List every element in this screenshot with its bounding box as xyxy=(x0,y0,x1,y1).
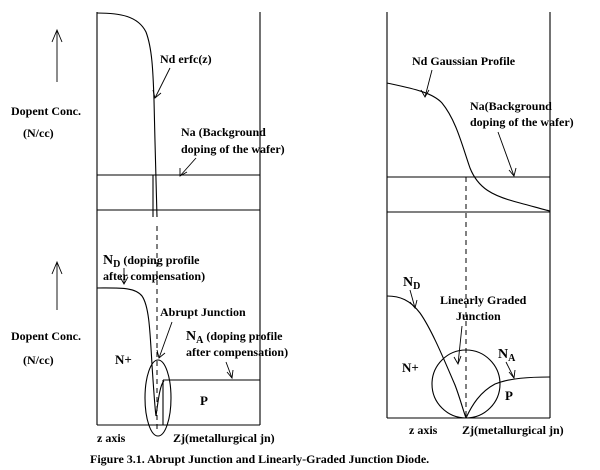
nd-subscript: D xyxy=(113,259,120,270)
top-right-na-label-2: doping of the wafer) xyxy=(470,115,574,129)
p-region-label: P xyxy=(200,393,208,408)
left-zj-label: Zj(metallurgical jn) xyxy=(173,431,275,445)
graded-na-curve xyxy=(465,376,551,419)
n-plus-region-label: N+ xyxy=(115,352,132,367)
graded-n-plus-region-label: N+ xyxy=(402,360,419,375)
gaussian-label-arrow xyxy=(420,69,433,98)
top-left-na-label-1: Na (Background xyxy=(181,125,266,139)
top-left-na-label-2: doping of the wafer) xyxy=(181,142,285,156)
na-compensated-curve xyxy=(155,380,165,417)
top-right-frame xyxy=(386,12,551,213)
graded-nd-label: ND xyxy=(403,275,420,292)
top-left-na-arrow xyxy=(179,157,197,177)
na-note-1: (doping profile xyxy=(203,329,283,343)
graded-nd-curve xyxy=(386,295,467,419)
top-left-yunit: (N/cc) xyxy=(23,126,54,140)
right-zj-label: Zj(metallurgical jn) xyxy=(462,423,564,437)
bottom-left-ylabel: Dopent Conc. xyxy=(11,329,81,343)
na-note-2: after compensation) xyxy=(186,345,288,359)
nd-note-1: (doping profile xyxy=(120,253,200,267)
erfc-profile-curve xyxy=(96,12,158,218)
graded-nd-subscript: D xyxy=(413,281,420,292)
nd-label: ND (doping profile xyxy=(103,253,200,270)
abrupt-junction-label: Abrupt Junction xyxy=(160,305,246,319)
graded-nd-arrow xyxy=(409,289,418,309)
nd-label-arrow xyxy=(119,268,129,285)
figure-caption: Figure 3.1. Abrupt Junction and Linearly… xyxy=(90,452,429,466)
graded-junction-arrow xyxy=(453,325,463,366)
bottom-left-yunit: (N/cc) xyxy=(23,353,54,367)
gaussian-profile-curve xyxy=(386,82,551,212)
gaussian-label: Nd Gaussian Profile xyxy=(412,54,516,68)
bottom-left-yaxis-arrow xyxy=(51,260,63,310)
na-label-arrow xyxy=(225,361,234,380)
top-left-ylabel: Dopent Conc. xyxy=(11,104,81,118)
graded-na-label: NA xyxy=(498,347,516,364)
top-right-na-arrow xyxy=(497,131,517,177)
erfc-label-arrow xyxy=(152,67,171,99)
nd-note-2: after compensation) xyxy=(103,269,205,283)
erfc-label: Nd erfc(z) xyxy=(160,52,212,66)
graded-na-subscript: A xyxy=(508,353,516,364)
abrupt-junction-arrow xyxy=(156,321,173,359)
abrupt-junction-ellipse xyxy=(144,359,172,437)
top-left-yaxis-arrow xyxy=(51,28,63,82)
graded-junction-circle xyxy=(431,349,501,419)
graded-p-region-label: P xyxy=(505,388,513,403)
graded-na-arrow xyxy=(505,361,516,380)
na-label: NA (doping profile xyxy=(186,329,283,346)
right-xaxis-label: z axis xyxy=(409,423,438,437)
left-xaxis-label: z axis xyxy=(97,431,126,445)
na-subscript: A xyxy=(196,335,204,346)
graded-junction-label-1: Linearly Graded xyxy=(440,293,527,307)
top-left-frame xyxy=(96,12,261,217)
graded-junction-label-2: Junction xyxy=(456,309,501,323)
bottom-left-frame xyxy=(96,217,261,426)
nd-compensated-curve xyxy=(96,287,157,417)
top-right-na-label-1: Na(Background xyxy=(470,99,552,113)
